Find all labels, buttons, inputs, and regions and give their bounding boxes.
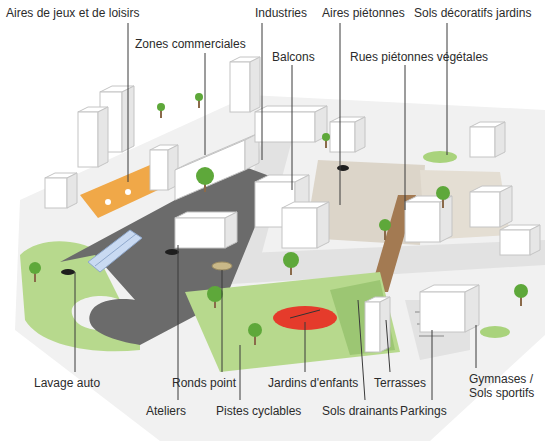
callout-label: Aires piétonnes	[322, 6, 405, 20]
callout-label: Ronds point	[172, 376, 236, 390]
decorative-garden	[423, 151, 457, 163]
sport-ground	[480, 326, 510, 338]
callout-label: Pistes cyclables	[216, 404, 301, 418]
callout-label: Industries	[255, 6, 307, 20]
callout-label: Zones commerciales	[135, 37, 246, 51]
callout-label: Terrasses	[374, 376, 426, 390]
callout-label: Rues piétonnes végétales	[350, 50, 488, 64]
play-item	[125, 189, 131, 195]
buildings	[45, 57, 540, 352]
cars	[61, 165, 349, 275]
callout-label: Sols décoratifs jardins	[414, 6, 531, 20]
callout-label: Lavage auto	[34, 376, 100, 390]
carwash	[88, 230, 142, 272]
carwash-line	[95, 234, 136, 266]
callout-label: Aires de jeux et de loisirs	[6, 6, 139, 20]
callout-label: Ateliers	[146, 404, 186, 418]
park-drain	[330, 280, 395, 355]
playground-item	[290, 310, 320, 318]
callout-label: Parkings	[400, 404, 447, 418]
ground	[15, 95, 545, 441]
trees	[29, 93, 528, 345]
play-item	[105, 199, 111, 205]
roundabout	[212, 262, 232, 270]
callout-label: Sols drainants	[322, 404, 398, 418]
callout-label: Jardins d'enfants	[268, 376, 358, 390]
callout-label: Gymnases / Sols sportifs	[469, 372, 541, 400]
callout-label: Balcons	[272, 50, 315, 64]
leader-lines	[75, 23, 476, 400]
park	[185, 272, 400, 372]
play-area	[80, 165, 158, 218]
